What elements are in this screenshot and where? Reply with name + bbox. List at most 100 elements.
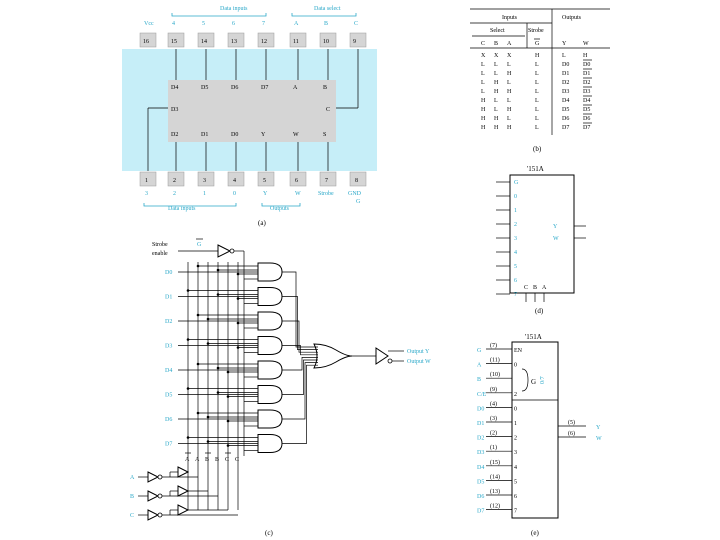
bottom-pin [167, 171, 185, 187]
symbol-e-inner-label: 5 [514, 479, 517, 485]
truth-table-cell: L [481, 89, 485, 95]
symbol-e-title: '151A [525, 333, 542, 341]
symbol-d-left-pin: 1 [514, 208, 517, 214]
truth-table-cell: D7 [583, 125, 590, 131]
top-pin-number: 11 [293, 39, 299, 45]
symbol-e-pin-number: (3) [490, 415, 497, 422]
symbol-e-pin-number: (4) [490, 400, 497, 407]
truth-table-cell: D0 [583, 62, 590, 68]
bottom-pin [197, 171, 215, 187]
top-pin-number: 14 [201, 39, 207, 45]
and-gate [257, 434, 283, 453]
bus-label: B [215, 457, 219, 463]
top-pin-name: C [354, 21, 358, 27]
and-gate [257, 311, 283, 331]
bottom-pin [227, 171, 245, 187]
and-gate [257, 336, 283, 355]
label-b: (b) [533, 145, 542, 153]
input-buffer-2 [177, 485, 190, 497]
symbol-e-inner-label: 0 [514, 406, 517, 412]
truth-table-cell: D2 [562, 80, 569, 86]
truth-table-cell: X [481, 53, 486, 59]
truth-table-cell: D3 [562, 89, 569, 95]
bottom-pin-name: 1 [203, 191, 206, 197]
symbol-d-right-pin: Y [553, 224, 558, 230]
truth-table-cell: L [535, 98, 539, 104]
symbol-e-pin-number: (9) [490, 386, 497, 393]
top-pin [319, 32, 337, 48]
data-input-label: D2 [165, 319, 172, 325]
symbol-d-bottom-pin: C [524, 285, 528, 291]
symbol-e-pin-name: D6 [477, 494, 484, 500]
symbol-d-title: '151A [527, 165, 544, 173]
symbol-e-inner-label: 3 [514, 450, 517, 456]
truth-table-col-header: A [507, 41, 512, 47]
symbol-d-bottom-pin: B [533, 285, 537, 291]
truth-table-cell: L [535, 125, 539, 131]
bottom-pin-number: 6 [295, 178, 298, 184]
truth-table-cell: H [481, 116, 486, 122]
truth-table-cell: L [494, 98, 498, 104]
or-gate-y [313, 343, 353, 369]
truth-table-cell: L [494, 62, 498, 68]
top-pin-number: 10 [323, 39, 329, 45]
input-buffer-2 [177, 504, 190, 516]
truth-table-cell: L [507, 116, 511, 122]
symbol-d-left-pin: 3 [514, 236, 517, 242]
bottom-pin [319, 171, 337, 187]
truth-table-cell: H [583, 53, 588, 59]
truth-table-col-header: C [481, 41, 485, 47]
symbol-d-left-pin: 4 [514, 250, 517, 256]
strobe-label-2: enable [152, 251, 168, 257]
symbol-e-inner-label: 1 [514, 421, 517, 427]
header-inputs: Inputs [502, 15, 518, 21]
symbol-e-inner-label: 6 [514, 494, 517, 500]
data-input-label: D1 [165, 295, 172, 301]
symbol-e-pin-name: D4 [477, 465, 484, 471]
top-pin-name: B [324, 21, 328, 27]
top-pin [139, 32, 157, 48]
bus-label: A [195, 457, 200, 463]
truth-table-cell: D5 [583, 107, 590, 113]
symbol-e-inner-label: 2 [514, 392, 517, 398]
truth-table-cell: L [481, 71, 485, 77]
truth-table-cell: D5 [562, 107, 569, 113]
symbol-e-pin-number: (13) [490, 488, 500, 495]
chip-bottom-label: S [323, 132, 326, 138]
symbol-d-bottom-pin: A [542, 285, 547, 291]
and-gate [257, 360, 283, 380]
symbol-e-out-name: Y [596, 425, 601, 431]
top-group-data-inputs: Data inputs [220, 6, 248, 12]
and-gate [257, 385, 283, 404]
top-pin [257, 32, 275, 48]
top-group-data-select: Data select [314, 6, 341, 12]
symbol-e-pin-name: D5 [477, 479, 484, 485]
truth-table-col-header: B [494, 41, 498, 47]
bottom-pin [139, 171, 157, 187]
truth-table-cell: D0 [562, 62, 569, 68]
label-a: (a) [258, 219, 266, 227]
symbol-e-pin-name: D2 [477, 436, 484, 442]
truth-table-cell: L [507, 62, 511, 68]
bottom-pin-name: GND [348, 191, 362, 197]
label-c: (c) [265, 529, 273, 537]
truth-table-cell: D4 [583, 98, 590, 104]
top-pin-name: 4 [172, 21, 175, 27]
truth-table-cell: L [535, 116, 539, 122]
symbol-e-pin-name: G [477, 348, 482, 354]
chip-mid-right: C [326, 107, 330, 113]
chip-top-label: D5 [201, 85, 208, 91]
truth-table-cell: L [494, 71, 498, 77]
header-outputs: Outputs [562, 15, 582, 21]
output-w-label: Output W [407, 359, 431, 365]
bus-label: C [235, 457, 239, 463]
bottom-pin-number: 3 [203, 178, 206, 184]
bottom-pin [349, 171, 367, 187]
symbol-e-inner-label: 0 [514, 363, 517, 369]
symbol-e-pin-name: D7 [477, 509, 484, 515]
strobe-label-1: Strobe [152, 242, 168, 248]
input-buffer [147, 471, 160, 483]
